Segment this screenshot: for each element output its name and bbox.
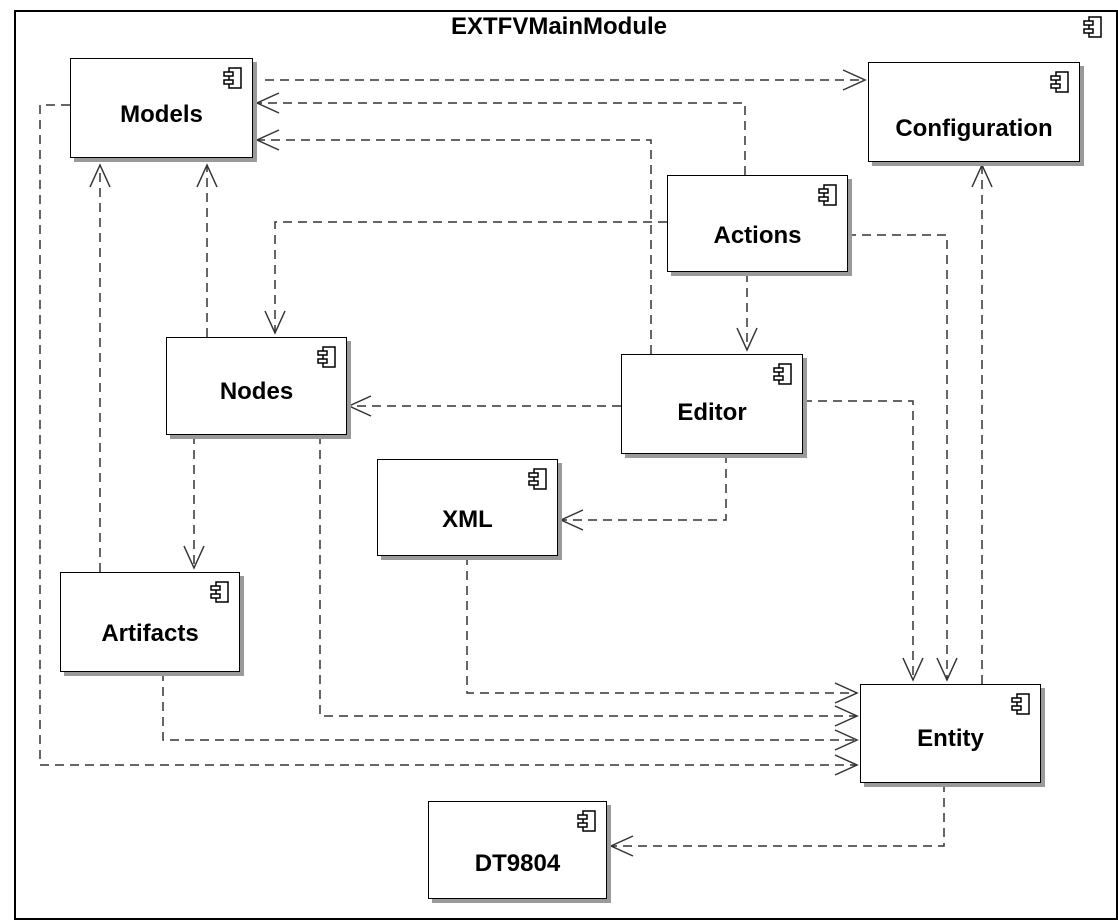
component-entity[interactable]: Entity: [860, 684, 1041, 783]
component-actions[interactable]: Actions: [667, 175, 848, 272]
component-label: XML: [442, 506, 493, 533]
component-xml[interactable]: XML: [377, 459, 558, 556]
component-label: DT9804: [474, 850, 561, 877]
component-label: Actions: [713, 222, 802, 249]
dependency-actions-models: [257, 102, 746, 175]
component-artifacts[interactable]: Artifacts: [60, 572, 240, 672]
component-label: Entity: [917, 725, 984, 752]
dependency-models-entity: [39, 104, 857, 766]
component-icon: [1011, 693, 1030, 715]
component-label: Artifacts: [101, 620, 199, 647]
dependency-actions-entity: [847, 234, 948, 680]
component-nodes[interactable]: Nodes: [166, 337, 347, 435]
dependency-xml-entity: [466, 556, 857, 694]
component-label: Configuration: [895, 115, 1053, 142]
component-dt9804[interactable]: DT9804: [428, 801, 607, 899]
module-title: EXTFVMainModule: [451, 13, 667, 40]
component-label: Editor: [677, 399, 747, 426]
component-configuration[interactable]: Configuration: [868, 62, 1080, 162]
component-icon: [223, 67, 242, 89]
component-icon: [1083, 16, 1102, 38]
component-icon: [773, 363, 792, 385]
component-icon: [317, 346, 336, 368]
dependency-editor-models: [257, 139, 652, 354]
dependency-artifacts-entity: [162, 672, 857, 741]
component-icon: [818, 184, 837, 206]
component-icon: [1050, 71, 1069, 93]
component-icon: [528, 468, 547, 490]
component-icon: [210, 581, 229, 603]
component-label: Models: [120, 101, 203, 128]
dependency-editor-xml: [561, 454, 727, 521]
dependency-actions-nodes: [274, 221, 667, 333]
dependency-editor-entity: [803, 400, 914, 680]
dependency-nodes-entity: [319, 435, 857, 717]
dependency-entity-dt9804: [611, 783, 945, 847]
component-editor[interactable]: Editor: [621, 354, 803, 454]
component-icon: [577, 810, 596, 832]
component-models[interactable]: Models: [70, 58, 253, 158]
component-label: Nodes: [219, 378, 294, 405]
